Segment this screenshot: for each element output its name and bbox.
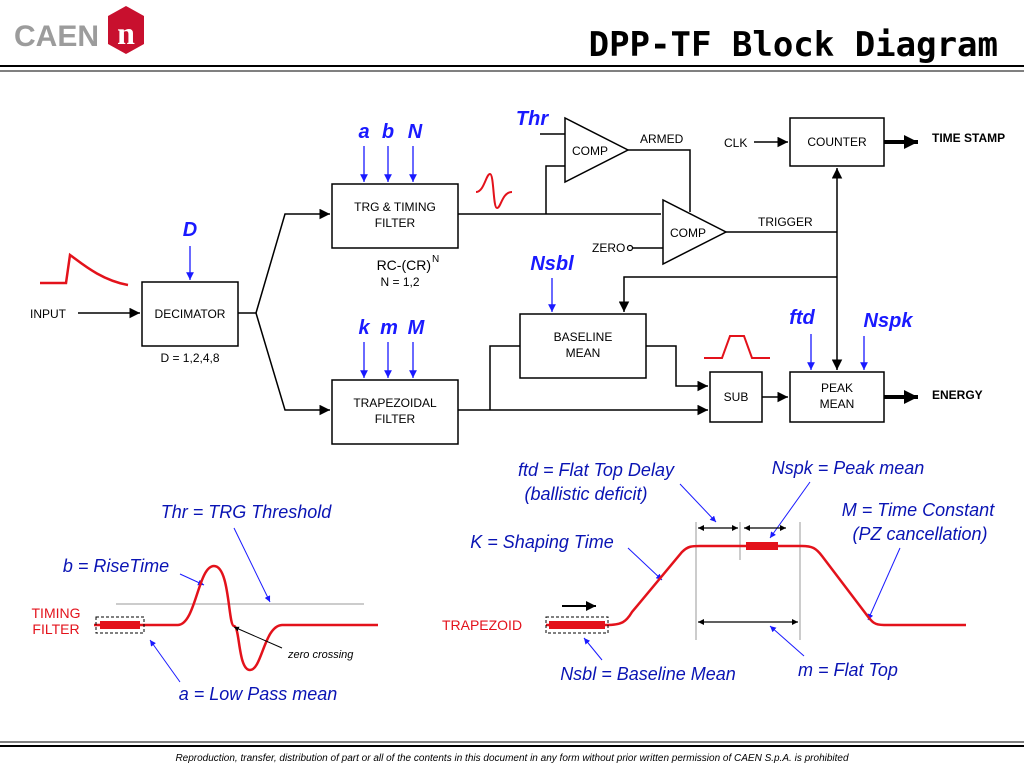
nsbl-pointer	[583, 637, 603, 661]
legend-b: b = RiseTime	[63, 556, 169, 576]
legend-m: m = Flat Top	[798, 660, 898, 680]
param-a: a	[358, 121, 369, 143]
zero-crossing-label: zero crossing	[287, 649, 354, 661]
counter-block	[789, 117, 885, 167]
trigger-label: TRIGGER	[758, 215, 813, 229]
clk-label: CLK	[724, 136, 747, 150]
M-pointer	[867, 547, 901, 621]
trapezoid-curve	[546, 544, 966, 627]
param-N: N	[408, 121, 423, 143]
timing-filter-label-1: TIMING	[32, 605, 81, 621]
param-nsbl: Nsbl	[530, 253, 574, 275]
energy-label: ENERGY	[932, 388, 983, 402]
trg-filter-label-2: FILTER	[375, 216, 416, 230]
input-label: INPUT	[30, 307, 67, 321]
input-pulse-icon	[40, 252, 129, 287]
counter-label: COUNTER	[807, 135, 867, 149]
legend-ftd-2: (ballistic deficit)	[524, 484, 647, 504]
legend-M-2: (PZ cancellation)	[852, 524, 987, 544]
ftd-pointer	[679, 483, 717, 523]
trap-filter-label-1: TRAPEZOIDAL	[353, 396, 437, 410]
param-b: b	[382, 121, 394, 143]
nspk-pointer	[769, 481, 811, 539]
trg-timing-filter-block	[331, 183, 459, 249]
legend-thr: Thr = TRG Threshold	[161, 502, 333, 522]
param-thr: Thr	[516, 108, 549, 130]
trap-filter-label-2: FILTER	[375, 412, 416, 426]
sub-label: SUB	[724, 390, 749, 404]
legend-nspk: Nspk = Peak mean	[772, 458, 925, 478]
zero-crossing-pointer	[233, 626, 283, 649]
legend-M-1: M = Time Constant	[842, 500, 995, 520]
n-values-label: N = 1,2	[380, 275, 419, 289]
decimator-block	[141, 281, 239, 347]
signal-wires	[78, 133, 918, 416]
param-D: D	[183, 219, 197, 241]
peak-label-1: PEAK	[821, 381, 853, 395]
baseline-mean-bar	[549, 621, 605, 629]
trapezoid-label: TRAPEZOID	[442, 617, 522, 633]
rc-cr-label: RC-(CR)	[377, 257, 431, 273]
timing-filter-curve	[94, 564, 378, 672]
m-pointer	[769, 625, 805, 657]
logo-text: CAEN	[14, 20, 99, 53]
peak-label-2: MEAN	[820, 397, 855, 411]
param-ftd: ftd	[789, 307, 815, 329]
comparator-armed	[564, 116, 630, 184]
param-nspk: Nspk	[864, 310, 914, 332]
baseline-label-2: MEAN	[566, 346, 601, 360]
legend-K: K = Shaping Time	[470, 532, 613, 552]
legend-a: a = Low Pass mean	[179, 684, 338, 704]
low-pass-window	[95, 616, 145, 634]
a-pointer	[149, 639, 181, 683]
armed-label: ARMED	[640, 132, 684, 146]
bipolar-signal-icon	[475, 172, 513, 210]
thr-pointer	[233, 527, 271, 603]
trg-filter-label-1: TRG & TIMING	[354, 200, 436, 214]
rc-cr-superscript: N	[432, 254, 439, 265]
peak-mean-bar	[746, 542, 778, 550]
timing-filter-label-2: FILTER	[32, 621, 79, 637]
time-stamp-label: TIME STAMP	[932, 131, 1005, 145]
comp2-label: COMP	[670, 226, 706, 240]
baseline-window	[545, 616, 609, 634]
param-M: M	[408, 317, 426, 339]
param-k: k	[358, 317, 370, 339]
parameter-labels: D a b N k m M Thr Nsbl ftd Nspk	[183, 108, 914, 378]
zero-label: ZERO	[592, 241, 625, 255]
caen-logo: CAEN n	[14, 6, 144, 54]
logo-badge-letter: n	[117, 15, 135, 51]
comp1-label: COMP	[572, 144, 608, 158]
decimator-label: DECIMATOR	[155, 307, 226, 321]
baseline-label-1: BASELINE	[554, 330, 613, 344]
legend-nsbl: Nsbl = Baseline Mean	[560, 664, 736, 684]
logo-badge-icon	[108, 6, 144, 54]
K-pointer	[627, 547, 663, 581]
param-m: m	[380, 317, 398, 339]
footer-notice: Reproduction, transfer, distribution of …	[175, 753, 849, 764]
page-title: DPP-TF Block Diagram	[589, 25, 998, 65]
trapezoid-signal-icon	[704, 335, 770, 359]
decimator-param-label: D = 1,2,4,8	[160, 351, 219, 365]
low-pass-mean-bar	[100, 621, 140, 629]
legend-ftd-1: ftd = Flat Top Delay	[518, 460, 675, 480]
comparator-trigger	[662, 198, 728, 266]
trapezoidal-filter-block	[331, 379, 459, 445]
